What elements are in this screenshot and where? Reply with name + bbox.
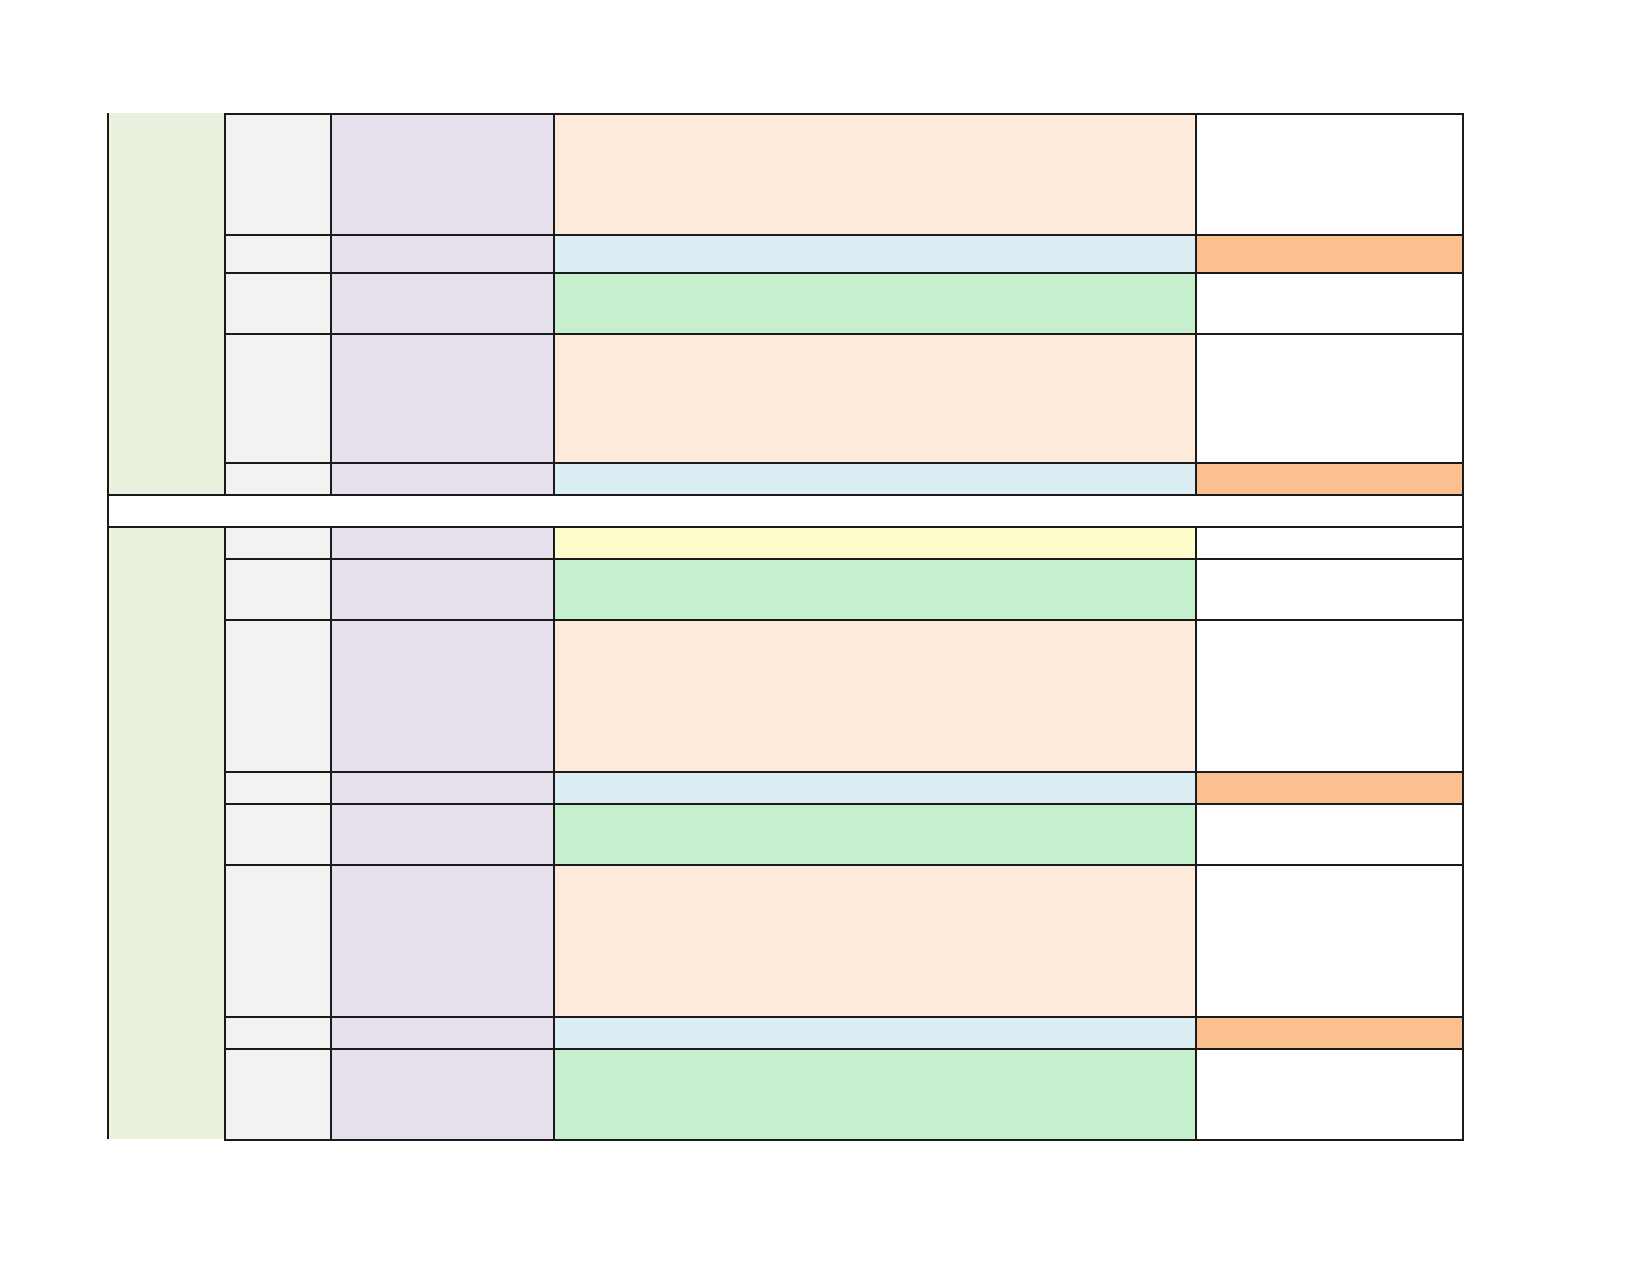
grid-line — [224, 113, 226, 496]
row-id-cell — [224, 803, 330, 864]
row-id-cell — [224, 864, 330, 1016]
row-content-cell — [553, 1016, 1195, 1048]
grid-line — [107, 526, 1464, 528]
row-content-cell — [553, 558, 1195, 619]
row-id-cell — [224, 771, 330, 803]
row-end-cell — [1195, 619, 1464, 771]
grid-line — [107, 113, 109, 1139]
row-category-cell — [330, 272, 553, 333]
grid-line — [224, 864, 1464, 866]
row-id-cell — [224, 558, 330, 619]
row-id-cell — [224, 526, 330, 558]
row-category-cell — [330, 333, 553, 462]
row-content-cell — [553, 619, 1195, 771]
row-content-cell — [553, 1048, 1195, 1139]
row-category-cell — [330, 113, 553, 234]
grid-line — [224, 619, 1464, 621]
row-id-cell — [224, 333, 330, 462]
row-id-cell — [224, 272, 330, 333]
row-end-cell — [1195, 558, 1464, 619]
grid-line — [224, 1048, 1464, 1050]
grid-line — [224, 113, 1464, 115]
row-end-cell — [1195, 1048, 1464, 1139]
row-content-cell — [553, 462, 1195, 494]
grid-line — [1462, 113, 1464, 1141]
grid-line — [224, 1016, 1464, 1018]
grid-line — [1195, 526, 1197, 1141]
grid-line — [224, 558, 1464, 560]
row-category-cell — [330, 558, 553, 619]
row-id-cell — [224, 1016, 330, 1048]
grid-line — [224, 1139, 1464, 1141]
row-category-cell — [330, 1016, 553, 1048]
grid-line — [330, 526, 332, 1141]
row-content-cell — [553, 526, 1195, 558]
row-category-cell — [330, 1048, 553, 1139]
row-end-cell — [1195, 526, 1464, 558]
row-content-cell — [553, 864, 1195, 1016]
row-content-cell — [553, 803, 1195, 864]
grid-line — [224, 234, 1464, 236]
row-category-cell — [330, 526, 553, 558]
grid-line — [553, 526, 555, 1141]
row-end-cell — [1195, 462, 1464, 494]
row-category-cell — [330, 234, 553, 272]
grid-line — [553, 113, 555, 496]
row-end-cell — [1195, 333, 1464, 462]
row-id-cell — [224, 1048, 330, 1139]
row-content-cell — [553, 113, 1195, 234]
row-content-cell — [553, 771, 1195, 803]
row-end-cell — [1195, 1016, 1464, 1048]
row-end-cell — [1195, 234, 1464, 272]
row-content-cell — [553, 234, 1195, 272]
row-content-cell — [553, 333, 1195, 462]
row-id-cell — [224, 462, 330, 494]
grid-line — [224, 462, 1464, 464]
section-gap-row — [107, 494, 1464, 526]
row-end-cell — [1195, 864, 1464, 1016]
row-end-cell — [1195, 771, 1464, 803]
section-label-cell — [107, 526, 224, 1139]
row-end-cell — [1195, 803, 1464, 864]
row-id-cell — [224, 619, 330, 771]
row-end-cell — [1195, 272, 1464, 333]
grid-line — [224, 272, 1464, 274]
row-id-cell — [224, 234, 330, 272]
row-category-cell — [330, 462, 553, 494]
row-content-cell — [553, 272, 1195, 333]
grid-line — [224, 771, 1464, 773]
row-category-cell — [330, 619, 553, 771]
grid-line — [224, 526, 226, 1141]
section-label-cell — [107, 113, 224, 494]
row-end-cell — [1195, 113, 1464, 234]
grid-line — [1195, 113, 1197, 496]
grid-line — [224, 333, 1464, 335]
grid-line — [107, 494, 1464, 496]
row-category-cell — [330, 864, 553, 1016]
grid-line — [330, 113, 332, 496]
row-category-cell — [330, 771, 553, 803]
row-category-cell — [330, 803, 553, 864]
row-id-cell — [224, 113, 330, 234]
grid-line — [224, 803, 1464, 805]
